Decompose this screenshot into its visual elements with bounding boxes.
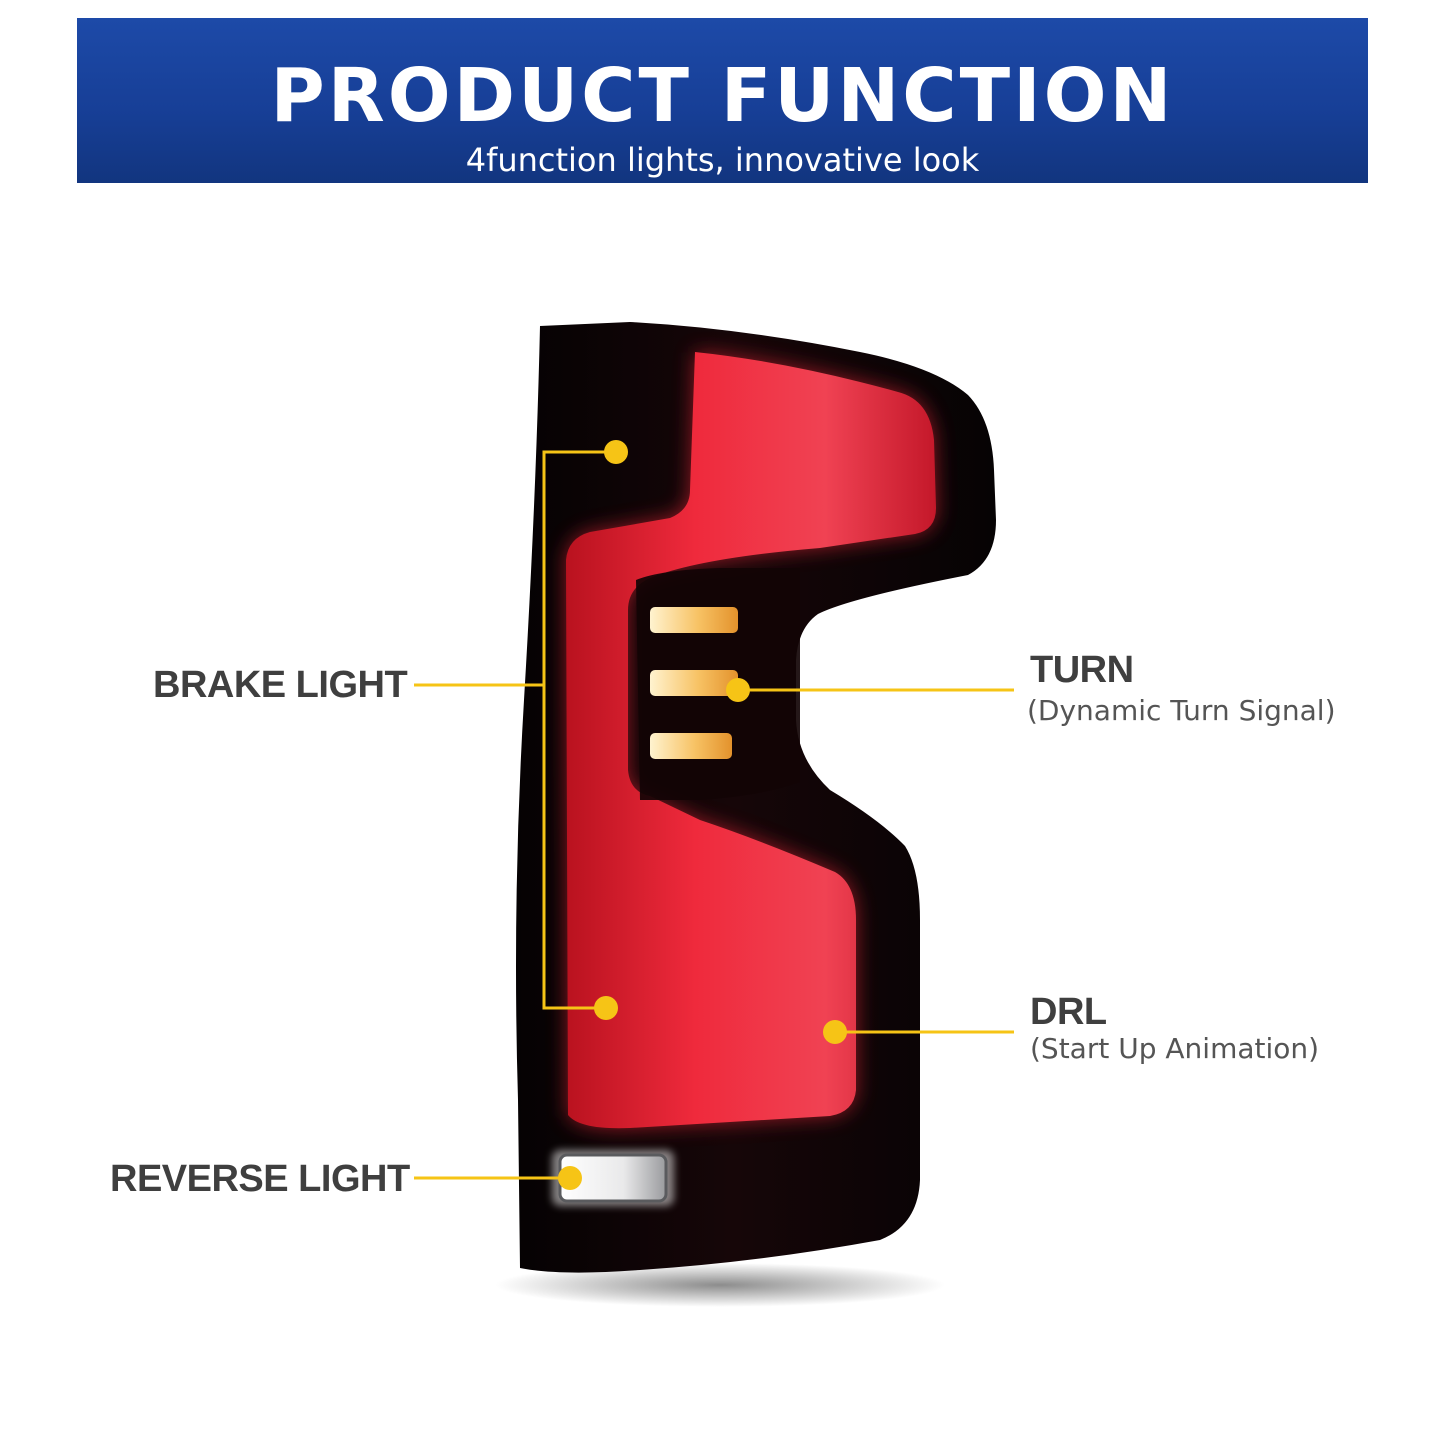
reverse-light-label: REVERSE LIGHT	[110, 1158, 410, 1200]
turn-dot	[726, 678, 750, 702]
turn-label: TURN	[1030, 649, 1134, 691]
header-banner: PRODUCT FUNCTION 4function lights, innov…	[77, 18, 1368, 183]
callout-dots	[558, 440, 847, 1190]
page-subtitle: 4function lights, innovative look	[465, 141, 980, 179]
turn-bar-2	[650, 670, 738, 696]
brake-light-label: BRAKE LIGHT	[153, 664, 408, 706]
turn-bar-1	[650, 607, 738, 633]
reverse-dot	[558, 1166, 582, 1190]
page-title: PRODUCT FUNCTION	[270, 53, 1175, 139]
drop-shadow	[495, 1263, 945, 1307]
brake-light-bar	[566, 352, 936, 1129]
drl-label: DRL	[1030, 991, 1107, 1033]
brake-dot-bottom	[594, 996, 618, 1020]
callout-lines	[414, 450, 1014, 1180]
drl-dot	[823, 1020, 847, 1044]
turn-signal-bars	[650, 607, 738, 759]
brake-callout-line	[542, 450, 616, 1010]
turn-sublabel: (Dynamic Turn Signal)	[1027, 694, 1336, 727]
brake-dot-top	[604, 440, 628, 464]
turn-bar-3	[650, 733, 732, 759]
drl-sublabel: (Start Up Animation)	[1030, 1032, 1320, 1065]
